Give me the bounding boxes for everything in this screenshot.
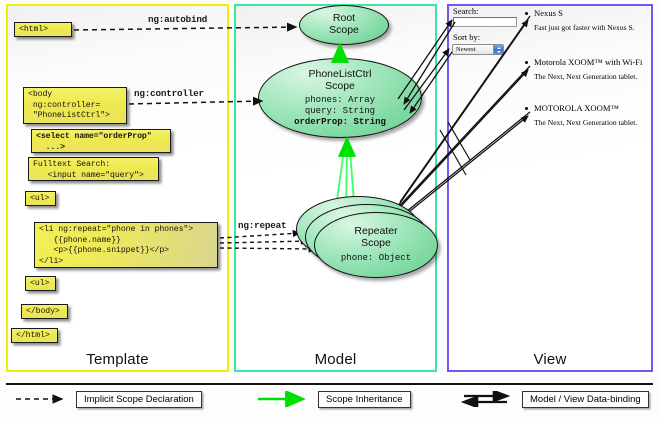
scope-root: Root Scope [299,5,389,45]
phone-snippet: The Next, Next Generation tablet. [534,118,638,127]
double-arrow-icon [460,391,511,407]
search-input[interactable] [453,17,517,27]
code-box-html-open: <html> [14,22,72,37]
bullet-icon [525,60,528,64]
phone-list-item-1: Motorola XOOM™ with Wi-Fi The Next, Next… [525,57,643,81]
label-ng-autobind: ng:autobind [148,14,208,25]
sort-by-label: Sort by: [453,32,481,42]
scope-repeater-front: Repeater Scope phone: Object [314,212,438,278]
scope-repeater-title: Repeater Scope [354,225,398,250]
code-box-fulltext-search: Fulltext Search: <input name="query"> [28,157,159,181]
scope-phonelistctrl-title: PhoneListCtrl Scope [308,67,372,92]
phone-snippet: The Next, Next Generation tablet. [534,72,638,81]
bullet-icon [525,106,528,110]
legend-label-scope-inheritance: Scope Inheritance [318,390,411,408]
legend-label-implicit-scope-declaration: Implicit Scope Declaration [76,390,202,408]
green-arrow-icon [258,391,306,407]
legend-label-model-view-databinding: Model / View Data-binding [522,390,649,408]
panel-model-label: Model [314,351,357,368]
label-ng-repeat: ng:repeat [238,220,287,231]
phone-list-item-2: MOTOROLA XOOM™ The Next, Next Generation… [525,103,638,127]
code-box-li-repeat: <li ng:repeat="phone in phones"> {{phone… [34,222,218,268]
phone-list-item-0: Nexus S Fast just got faster with Nexus … [525,8,635,32]
code-box-select-orderprop: <select name="orderProp" ...> [31,129,171,153]
phone-name-text: MOTOROLA XOOM™ [534,103,619,113]
sort-by-select[interactable]: Newest [452,44,504,55]
search-label: Search: [453,6,479,16]
label-ng-controller: ng:controller [134,88,204,99]
scope-phonelistctrl-props-bold: orderProp: String [294,116,386,127]
code-box-body-close: </body> [21,304,68,319]
code-box-ul-close: <ul> [25,276,56,291]
code-box-body-open: <body ng:controller= "PhoneListCtrl"> [23,87,127,124]
phone-name-text: Nexus S [534,8,563,18]
code-box-ul-open: <ul> [25,191,56,206]
legend-item-scope-inheritance: Scope Inheritance [256,390,411,408]
legend-item-implicit-scope-declaration: Implicit Scope Declaration [14,390,202,408]
phone-name: MOTOROLA XOOM™ [525,103,637,113]
scope-root-title: Root Scope [329,12,359,36]
legend-item-model-view-databinding: Model / View Data-binding [460,390,649,408]
phone-snippet: Fast just got faster with Nexus S. [534,23,635,32]
code-box-html-close: </html> [11,328,58,343]
phone-name: Nexus S [525,8,635,18]
chevron-updown-icon [493,45,503,54]
phone-name: Motorola XOOM™ with Wi-Fi [525,57,643,67]
panel-view-label: View [533,351,567,368]
sort-by-selected-value: Newest [456,46,476,53]
legend-divider [6,383,653,385]
panel-template-label: Template [86,351,149,368]
dashed-arrow-icon [16,394,64,404]
bullet-icon [525,11,528,15]
phone-name-text: Motorola XOOM™ with Wi-Fi [534,57,643,67]
scope-phonelistctrl: PhoneListCtrl Scope phones: Array query:… [258,58,422,138]
scope-repeater-props: phone: Object [340,252,412,263]
scope-phonelistctrl-props-plain: phones: Array query: String [304,95,376,116]
